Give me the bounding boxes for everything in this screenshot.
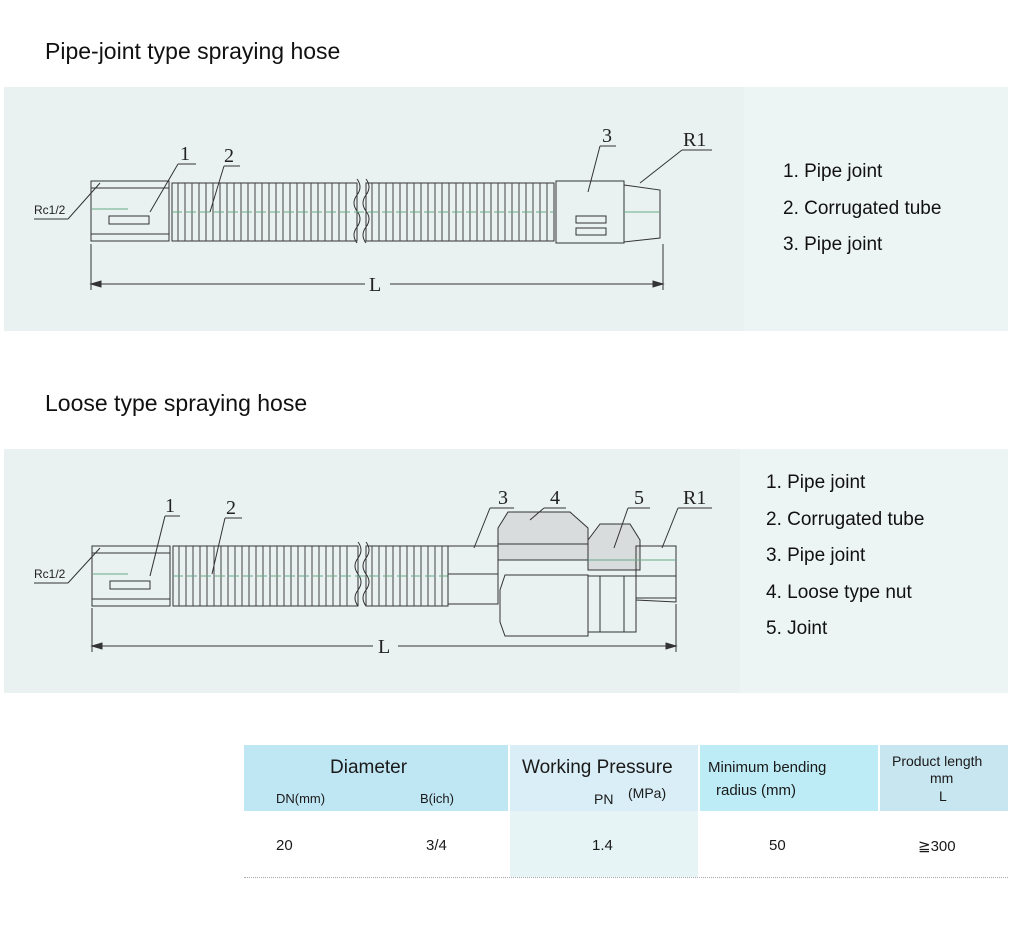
pipe-joint-left <box>90 180 170 242</box>
rc-label-1: Rc1/2 <box>34 203 66 217</box>
rc-label-2: Rc1/2 <box>34 567 66 581</box>
section1-legend-bg <box>744 87 1008 331</box>
part-number-2: 2 <box>226 497 236 519</box>
length-label-1: L <box>369 274 381 296</box>
header-working-pressure: Working Pressure PN (MPa) <box>510 745 698 811</box>
loose-nut-body <box>499 574 589 637</box>
pipe-joint-3 <box>447 545 499 575</box>
dn-value: 20 <box>276 837 293 854</box>
b-heading: B(ich) <box>420 791 454 806</box>
pipe-joint-left <box>91 545 171 607</box>
section2-legend-bg <box>740 449 1008 693</box>
b-value: 3/4 <box>426 837 447 854</box>
section2-title: Loose type spraying hose <box>45 390 308 416</box>
legend-item: 5. Joint <box>766 618 828 639</box>
header-product-length: Product length mm L <box>880 745 1008 811</box>
radius-heading: radius (mm) <box>716 782 797 799</box>
hose-drawing-1 <box>34 145 712 290</box>
mm-heading: mm <box>930 770 954 786</box>
legend-item: 1. Pipe joint <box>766 472 866 493</box>
section2-legend: 1. Pipe joint 2. Corrugated tube 3. Pipe… <box>766 465 924 648</box>
spec-table: Diameter DN(mm) B(ich) Working Pressure … <box>244 745 1008 879</box>
radius-value: 50 <box>769 837 786 854</box>
part-number-3: 3 <box>498 487 508 509</box>
hose-drawing-2 <box>34 507 712 652</box>
length-value: ≧300 <box>918 838 956 855</box>
pn-value: 1.4 <box>592 837 613 854</box>
section2-panel <box>4 449 1008 693</box>
legend-item: 1. Pipe joint <box>783 161 883 182</box>
section1-legend: 1. Pipe joint 2. Corrugated tube 3. Pipe… <box>783 154 941 264</box>
legend-item: 2. Corrugated tube <box>766 508 925 530</box>
part-number-3: 3 <box>602 125 612 147</box>
part-number-4: 4 <box>550 487 560 509</box>
r1-label-2: R1 <box>683 487 706 509</box>
loose-nut <box>497 511 589 561</box>
section1-panel <box>4 87 1008 331</box>
section1-title: Pipe-joint type spraying hose <box>45 38 341 64</box>
header-diameter: Diameter DN(mm) B(ich) <box>244 745 508 811</box>
table-bottom-rule <box>244 877 1008 879</box>
pressure-cell-bg <box>510 811 698 877</box>
pn-heading: PN <box>594 791 614 807</box>
legend-item: 4. Loose type nut <box>766 581 912 603</box>
length-label-2: L <box>378 636 390 658</box>
part-number-2: 2 <box>224 145 234 167</box>
dn-heading: DN(mm) <box>276 791 326 806</box>
part-number-1: 1 <box>180 143 190 165</box>
legend-item: 3. Pipe joint <box>783 234 883 255</box>
product-length-heading: Product length <box>892 753 983 769</box>
pipe-joint-right <box>555 180 625 244</box>
l-heading: L <box>939 788 947 804</box>
part-number-1: 1 <box>165 495 175 517</box>
min-bending-heading: Minimum bending <box>708 759 827 776</box>
mpa-heading: (MPa) <box>628 785 667 801</box>
header-min-bending: Minimum bending radius (mm) <box>700 745 878 811</box>
legend-item: 2. Corrugated tube <box>783 197 942 219</box>
r1-label-1: R1 <box>683 129 706 151</box>
diameter-heading: Diameter <box>330 757 408 778</box>
working-pressure-heading: Working Pressure <box>522 757 673 778</box>
part-number-5: 5 <box>634 487 644 509</box>
legend-item: 3. Pipe joint <box>766 545 866 566</box>
